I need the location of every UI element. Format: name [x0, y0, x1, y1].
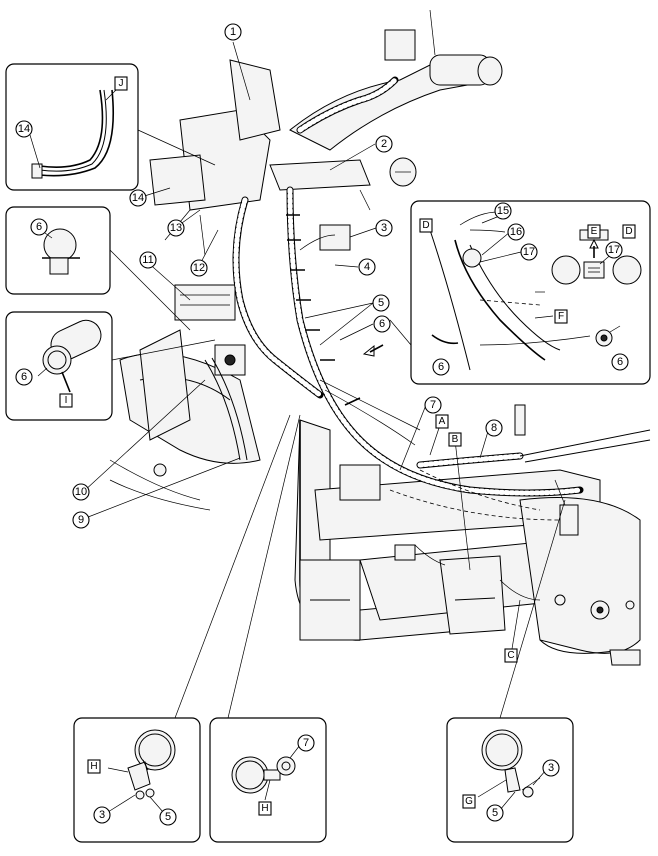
svg-text:10: 10	[75, 486, 87, 498]
callout-5-bottom-left: 5	[159, 808, 177, 826]
callout-5: 5	[372, 294, 390, 312]
letter-i: I	[59, 393, 73, 408]
letter-d-right: D	[622, 224, 636, 239]
callout-12: 12	[190, 259, 208, 277]
callout-16: 16	[507, 223, 525, 241]
svg-text:I: I	[65, 395, 68, 406]
letter-e: E	[587, 224, 601, 239]
svg-text:14: 14	[18, 123, 30, 135]
svg-text:H: H	[261, 803, 268, 814]
callout-11: 11	[139, 251, 157, 269]
callout-3: 3	[375, 219, 393, 237]
callout-3-bottom-left: 3	[93, 806, 111, 824]
svg-text:B: B	[452, 434, 459, 445]
svg-text:F: F	[558, 311, 564, 322]
svg-text:3: 3	[381, 222, 387, 234]
svg-text:E: E	[591, 226, 598, 237]
callout-14: 14	[129, 189, 147, 207]
svg-text:5: 5	[378, 297, 384, 309]
inset-detail-j	[5, 63, 139, 191]
callout-5-bottom-right: 5	[486, 804, 504, 822]
svg-text:16: 16	[510, 226, 522, 238]
inset-bottom-h-clip	[73, 717, 201, 843]
svg-text:H: H	[90, 761, 97, 772]
svg-text:6: 6	[438, 361, 444, 373]
wire-harness	[164, 76, 651, 601]
svg-text:6: 6	[21, 371, 27, 383]
callout-4: 4	[358, 258, 376, 276]
inset-detail-def	[410, 200, 651, 385]
svg-text:6: 6	[617, 356, 623, 368]
callout-j-14: 14	[15, 120, 33, 138]
callout-17-right: 17	[605, 241, 623, 259]
callout-7-bottom-middle: 7	[297, 734, 315, 752]
svg-text:17: 17	[608, 244, 620, 256]
letter-d-left: D	[419, 218, 433, 233]
svg-text:A: A	[439, 416, 446, 427]
svg-text:14: 14	[132, 192, 144, 204]
inset-detail-i	[5, 311, 113, 421]
letter-j: J	[114, 76, 128, 91]
letter-a: A	[435, 414, 449, 429]
svg-text:4: 4	[364, 261, 370, 273]
svg-text:9: 9	[78, 514, 84, 526]
svg-text:3: 3	[548, 762, 554, 774]
svg-text:6: 6	[379, 318, 385, 330]
letter-f: F	[554, 309, 568, 324]
svg-text:12: 12	[193, 262, 205, 274]
callout-7: 7	[424, 396, 442, 414]
callout-6: 6	[373, 315, 391, 333]
letter-h-bottom-middle: H	[258, 801, 272, 816]
svg-text:6: 6	[36, 221, 42, 233]
inset-bottom-g-clip	[446, 717, 574, 843]
callout-15: 15	[494, 202, 512, 220]
svg-text:11: 11	[142, 254, 153, 266]
svg-text:15: 15	[497, 205, 509, 217]
callout-9: 9	[72, 511, 90, 529]
callout-13: 13	[167, 219, 185, 237]
callout-10: 10	[72, 483, 90, 501]
letter-h-bottom-left: H	[87, 759, 101, 774]
svg-text:7: 7	[430, 399, 436, 411]
svg-text:17: 17	[523, 246, 535, 258]
callout-2: 2	[375, 135, 393, 153]
svg-text:C: C	[507, 650, 514, 661]
svg-text:D: D	[422, 220, 429, 231]
letter-b: B	[448, 432, 462, 447]
callout-8: 8	[485, 419, 503, 437]
svg-text:5: 5	[492, 807, 498, 819]
svg-text:13: 13	[170, 222, 182, 234]
svg-text:7: 7	[303, 737, 309, 749]
svg-text:G: G	[465, 796, 473, 807]
svg-text:3: 3	[99, 809, 105, 821]
callout-6-right-right: 6	[611, 353, 629, 371]
svg-text:J: J	[119, 78, 124, 89]
letter-c: C	[504, 648, 518, 663]
inset-bottom-h-clamp	[209, 717, 327, 843]
svg-text:2: 2	[381, 138, 387, 150]
svg-text:8: 8	[491, 422, 497, 434]
svg-text:1: 1	[230, 26, 236, 38]
callout-1: 1	[224, 23, 242, 41]
frame-drawing	[109, 9, 641, 666]
letter-g: G	[462, 794, 476, 809]
callout-clip-6: 6	[30, 218, 48, 236]
callout-6-right-left: 6	[432, 358, 450, 376]
svg-text:5: 5	[165, 811, 171, 823]
callout-i-6: 6	[15, 368, 33, 386]
callout-17-left: 17	[520, 243, 538, 261]
svg-text:D: D	[625, 226, 632, 237]
callout-3-bottom-right: 3	[542, 759, 560, 777]
inset-clip-6	[5, 206, 111, 295]
